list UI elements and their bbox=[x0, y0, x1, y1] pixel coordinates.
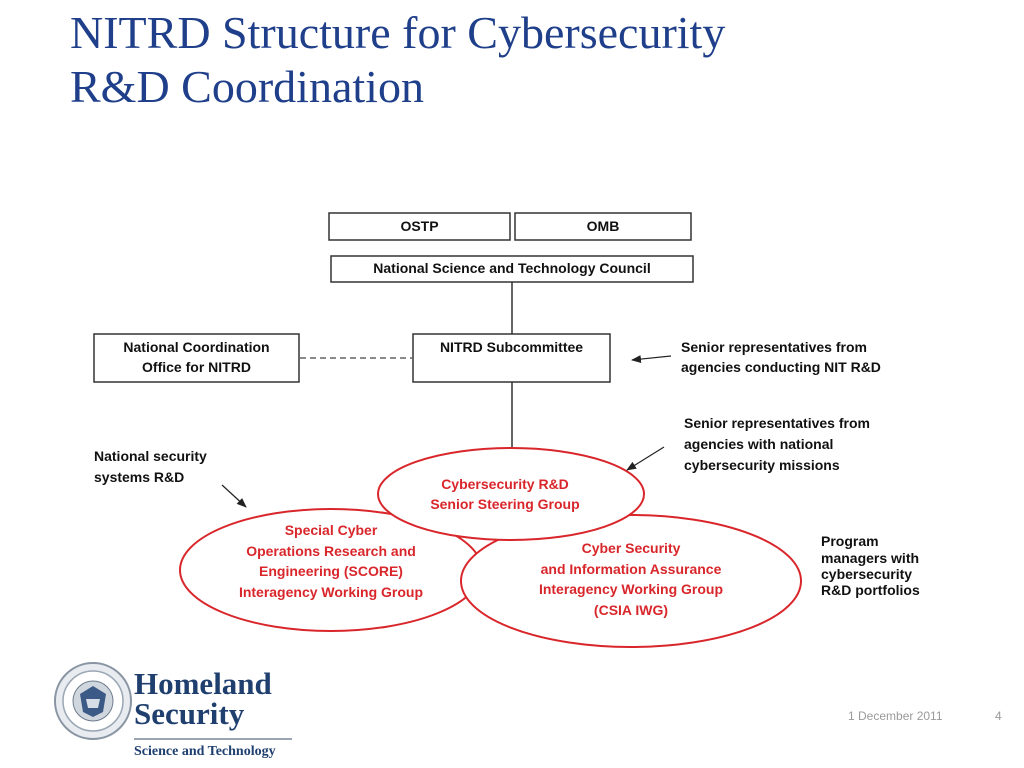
slide-title-line1: NITRD Structure for Cybersecurity bbox=[70, 7, 726, 58]
footer-date: 1 December 2011 bbox=[848, 709, 943, 723]
score-iwg-ellipse: Special Cyber Operations Research and En… bbox=[179, 508, 483, 632]
score-line2: Operations Research and bbox=[246, 543, 416, 559]
arrow-senior1 bbox=[631, 355, 672, 364]
csia-line4: (CSIA IWG) bbox=[594, 602, 668, 618]
nstc-label: National Science and Technology Council bbox=[373, 260, 650, 276]
nitrd-subcommittee-label: NITRD Subcommittee bbox=[440, 339, 583, 355]
pm-line4: R&D portfolios bbox=[821, 582, 920, 598]
senior2-line1: Senior representatives from bbox=[684, 415, 870, 431]
natsec-line2: systems R&D bbox=[94, 469, 184, 485]
nco-box: National Coordination Office for NITRD bbox=[93, 333, 300, 383]
csia-iwg-ellipse: Cyber Security and Information Assurance… bbox=[460, 514, 802, 648]
nitrd-subcommittee-box: NITRD Subcommittee bbox=[412, 333, 611, 383]
logo-line2: Security bbox=[134, 696, 245, 731]
annotation-senior1: Senior representatives from agencies con… bbox=[681, 339, 881, 375]
senior1-line2: agencies conducting NIT R&D bbox=[681, 359, 881, 375]
logo-divider bbox=[134, 738, 292, 740]
omb-label: OMB bbox=[587, 218, 620, 234]
csia-line3: Interagency Working Group bbox=[539, 581, 723, 597]
nco-label-line1: National Coordination bbox=[123, 339, 269, 355]
nco-label-line2: Office for NITRD bbox=[142, 359, 251, 375]
csia-line1: Cyber Security bbox=[582, 540, 681, 556]
omb-box: OMB bbox=[514, 212, 692, 241]
arrow-senior2 bbox=[626, 446, 665, 471]
annotation-senior2: Senior representatives from agencies wit… bbox=[684, 415, 870, 473]
senior2-line2: agencies with national bbox=[684, 436, 833, 452]
csssg-line1: Cybersecurity R&D bbox=[441, 476, 569, 492]
csssg-line2: Senior Steering Group bbox=[430, 496, 579, 512]
dhs-seal-logo bbox=[54, 662, 132, 740]
ostp-label: OSTP bbox=[400, 218, 438, 234]
homeland-security-wordmark: Homeland Security bbox=[134, 668, 272, 729]
page-number: 4 bbox=[995, 709, 1002, 723]
slide-title: NITRD Structure for Cybersecurity R&D Co… bbox=[70, 6, 970, 114]
score-line3: Engineering (SCORE) bbox=[259, 563, 403, 579]
annotation-program-managers: Program managers with cybersecurity R&D … bbox=[821, 533, 920, 598]
nstc-box: National Science and Technology Council bbox=[330, 255, 694, 283]
logo-subtitle: Science and Technology bbox=[134, 744, 276, 759]
senior2-line3: cybersecurity missions bbox=[684, 457, 840, 473]
ostp-box: OSTP bbox=[328, 212, 511, 241]
score-line1: Special Cyber bbox=[285, 522, 378, 538]
logo-line1: Homeland bbox=[134, 666, 272, 701]
annotation-natsec: National security systems R&D bbox=[94, 448, 207, 485]
natsec-line1: National security bbox=[94, 448, 207, 464]
score-line4: Interagency Working Group bbox=[239, 584, 423, 600]
pm-line1: Program bbox=[821, 533, 879, 549]
slide-title-line2: R&D Coordination bbox=[70, 61, 424, 112]
cybersecurity-ssg-ellipse: Cybersecurity R&D Senior Steering Group bbox=[377, 447, 645, 541]
senior1-line1: Senior representatives from bbox=[681, 339, 867, 355]
pm-line3: cybersecurity bbox=[821, 566, 912, 582]
csia-line2: and Information Assurance bbox=[541, 561, 722, 577]
arrow-natsec bbox=[221, 484, 247, 508]
pm-line2: managers with bbox=[821, 550, 919, 566]
